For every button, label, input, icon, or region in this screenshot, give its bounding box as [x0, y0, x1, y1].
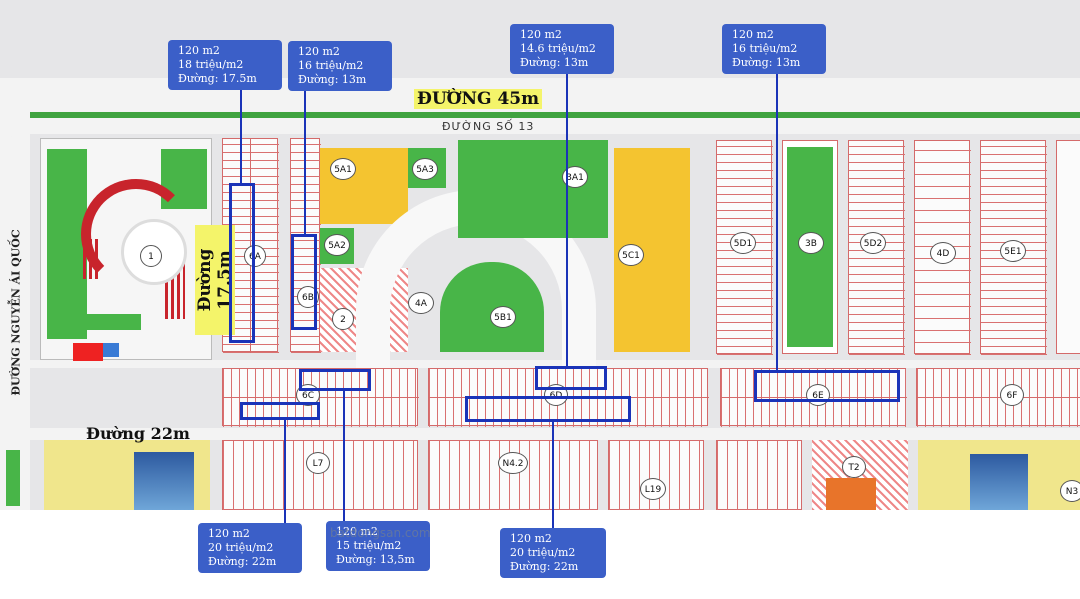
zone-label-4d: 4D	[930, 242, 956, 264]
zone-label-5b1: 5B1	[490, 306, 516, 328]
road-left-median	[6, 450, 20, 506]
price-callout-6c-top: 120 m2 15 triệu/m2 Đường: 13,5m	[326, 521, 430, 571]
callout-road: Đường: 17.5m	[178, 72, 257, 85]
zone-label-5d2: 5D2	[860, 232, 886, 254]
callout-road: Đường: 13m	[298, 73, 367, 86]
zone-label-5d1: 5D1	[730, 232, 756, 254]
connector-1	[240, 88, 242, 184]
highlight-6a-lots	[229, 183, 255, 343]
price-callout-6a: 120 m2 18 triệu/m2 Đường: 17.5m	[168, 40, 282, 90]
zone-label-3b: 3B	[798, 232, 824, 254]
callout-area: 120 m2	[732, 28, 774, 41]
zone-label-l7: L7	[306, 452, 330, 474]
zone-4d-block	[914, 140, 971, 355]
zone-label-n42: N4.2	[498, 452, 528, 474]
highlight-6d-top-lots	[535, 366, 607, 390]
road-label-nguyen-ai-quoc: ĐƯỜNG NGUYỄN ÁI QUỐC	[9, 229, 23, 396]
price-callout-6c-bottom: 120 m2 20 triệu/m2 Đường: 22m	[198, 523, 302, 573]
callout-price: 16 triệu/m2	[298, 59, 364, 72]
zone-6c-block	[222, 368, 419, 427]
zone-6f-block	[916, 368, 1080, 427]
connector-5	[284, 420, 286, 510]
callout-price: 16 triệu/m2	[732, 42, 798, 55]
callout-road: Đường: 22m	[510, 560, 579, 573]
highlight-6c-top-lots	[299, 369, 371, 391]
highlight-6d-bottom-lots	[465, 396, 631, 422]
zone-label-5c1: 5C1	[618, 244, 644, 266]
zone-label-5a1: 5A1	[330, 158, 356, 180]
callout-price: 14.6 triệu/m2	[520, 42, 596, 55]
price-callout-6b: 120 m2 16 triệu/m2 Đường: 13m	[288, 41, 392, 91]
price-callout-6e: 120 m2 16 triệu/m2 Đường: 13m	[722, 24, 826, 74]
connector-6	[343, 390, 345, 510]
zone-bottom-mid-block	[716, 440, 803, 510]
callout-area: 120 m2	[336, 525, 378, 538]
connector-4	[776, 72, 778, 372]
highlight-6c-bottom-lots	[240, 402, 320, 420]
zone-edge-block	[1056, 140, 1080, 354]
connector-5-ext	[284, 510, 286, 524]
zone-label-t2: T2	[842, 456, 866, 478]
master-plan-map: 1 6A 6B 5A1 5A3 5A2 2 4A 5B1 4C 3A1 5C1 …	[0, 0, 1080, 510]
zone-label-n3: N3	[1060, 480, 1080, 502]
connector-3	[566, 72, 568, 368]
callout-road: Đường: 13,5m	[336, 553, 415, 566]
zone-label-5e1: 5E1	[1000, 240, 1026, 262]
price-callout-6d-bottom: 120 m2 20 triệu/m2 Đường: 22m	[500, 528, 606, 578]
callout-price: 18 triệu/m2	[178, 58, 244, 71]
connector-7-ext	[552, 510, 554, 528]
building-t2	[826, 478, 876, 510]
connector-2	[304, 88, 306, 236]
zone-label-5a2: 5A2	[324, 234, 350, 256]
watermark-text: batdongsan.com	[330, 526, 431, 540]
building-right	[970, 454, 1028, 510]
road-left-vertical	[0, 134, 30, 510]
callout-price: 15 triệu/m2	[336, 539, 402, 552]
callout-price: 20 triệu/m2	[510, 546, 576, 559]
road-curve-top-left	[0, 80, 22, 140]
zone-label-3a1: 3A1	[562, 166, 588, 188]
zone-label-5a3: 5A3	[412, 158, 438, 180]
road-label-13: ĐƯỜNG SỐ 13	[442, 120, 535, 133]
zone-label-2: 2	[332, 308, 354, 330]
road-label-45m: ĐƯỜNG 45m	[414, 89, 543, 109]
zone-label-l19: L19	[640, 478, 666, 500]
callout-area: 120 m2	[178, 44, 220, 57]
callout-area: 120 m2	[520, 28, 562, 41]
connector-6-ext	[343, 510, 345, 522]
zone-label-6b: 6B	[297, 286, 319, 308]
zone-n42-block	[428, 440, 599, 510]
callout-road: Đường: 22m	[208, 555, 277, 568]
callout-road: Đường: 13m	[732, 56, 801, 69]
callout-price: 20 triệu/m2	[208, 541, 274, 554]
zone-label-6f: 6F	[1000, 384, 1024, 406]
road-label-22m: Đường 22m	[86, 424, 190, 443]
callout-road: Đường: 13m	[520, 56, 589, 69]
highlight-6b-lots	[291, 234, 317, 330]
highlight-6e-lots	[754, 370, 900, 402]
road-22m-strip	[0, 428, 1080, 440]
zone-label-4a: 4A	[408, 292, 434, 314]
zone-3a1-green	[458, 140, 608, 238]
road-45m-median	[30, 112, 1080, 118]
zone-5b1-green	[440, 262, 544, 352]
building-left	[134, 452, 194, 510]
zone-label-1: 1	[140, 245, 162, 267]
connector-7	[552, 420, 554, 510]
zone-l7-block	[222, 440, 419, 510]
zone-5a1-yellow	[320, 148, 408, 224]
price-callout-6d-top: 120 m2 14.6 triệu/m2 Đường: 13m	[510, 24, 614, 74]
callout-area: 120 m2	[208, 527, 250, 540]
zone-1-park	[40, 138, 212, 361]
callout-area: 120 m2	[298, 45, 340, 58]
callout-area: 120 m2	[510, 532, 552, 545]
